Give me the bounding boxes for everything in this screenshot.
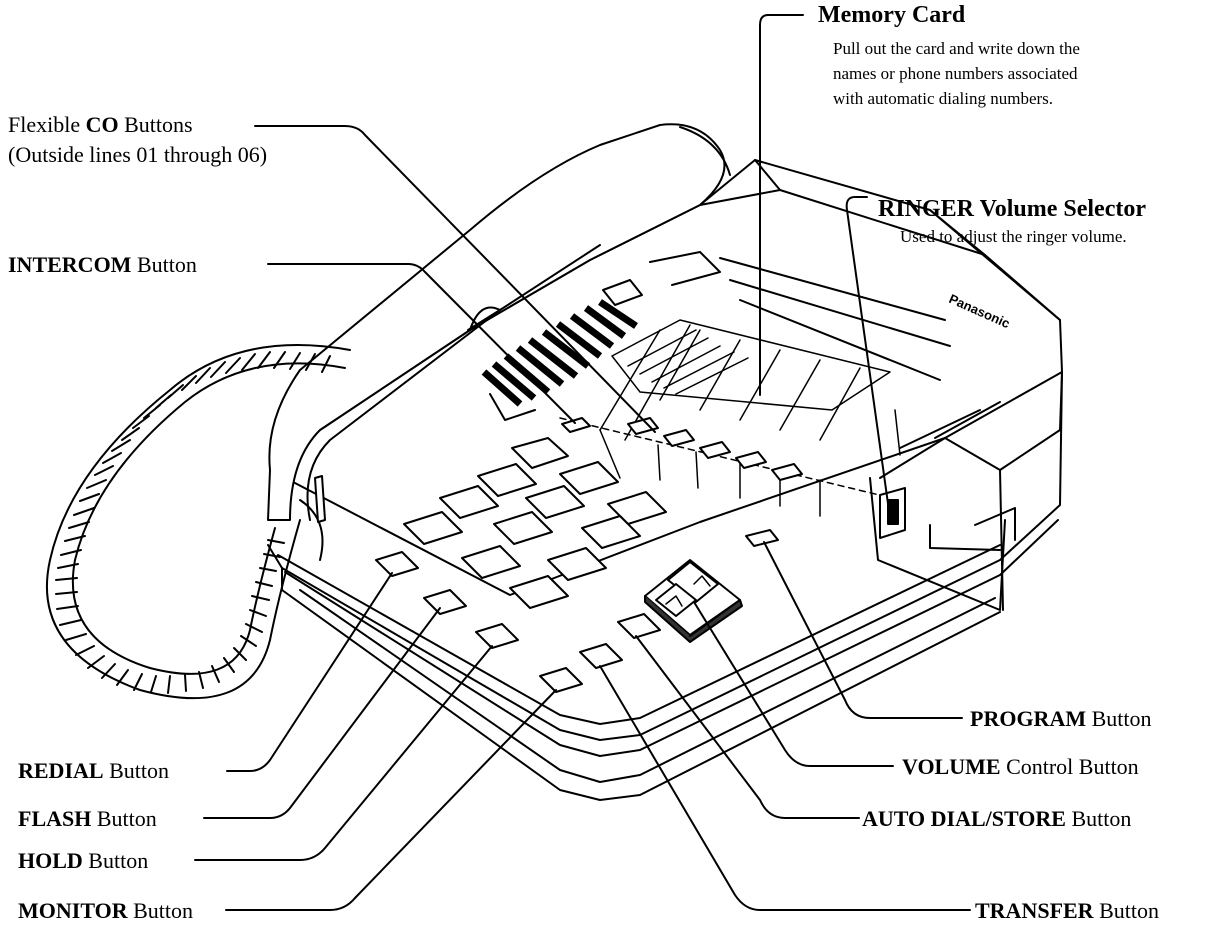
program-bold: PROGRAM	[970, 706, 1087, 731]
speaker-edge	[489, 393, 536, 421]
ringer-desc: Used to adjust the ringer volume.	[900, 227, 1127, 246]
redial-suffix: Button	[103, 758, 169, 783]
intercom-bold: INTERCOM	[8, 252, 132, 277]
redial-key	[375, 551, 419, 577]
memory-card-label: Memory Card	[818, 2, 965, 28]
monitor-label: MONITOR Button	[18, 898, 193, 924]
chevron-up-icon	[693, 575, 711, 587]
monitor-line	[225, 689, 557, 911]
program-suffix: Button	[1086, 706, 1152, 731]
monitor-bold: MONITOR	[18, 898, 128, 923]
transfer-label: TRANSFER Button	[975, 898, 1159, 924]
cord-plug	[299, 499, 324, 561]
transfer-line	[599, 665, 971, 911]
flash-label: FLASH Button	[18, 806, 157, 832]
auto-dial-suffix: Button	[1065, 806, 1132, 831]
ringer-title: RINGER Volume Selector	[878, 196, 1146, 222]
ringer-selector	[879, 487, 906, 539]
hold-key	[475, 623, 519, 649]
hold-line	[194, 645, 493, 861]
intercom-line	[267, 263, 576, 424]
flash-key	[423, 589, 467, 615]
memory-card-title: Memory Card	[818, 2, 966, 28]
volume-label: VOLUME Control Button	[902, 754, 1139, 780]
flash-bold: FLASH	[18, 806, 92, 831]
flexible-co-line	[254, 125, 656, 433]
auto-dial-bold: AUTO DIAL/STORE	[862, 806, 1066, 831]
hold-suffix: Button	[82, 848, 149, 873]
co-buttons	[561, 417, 803, 547]
volume-key	[644, 559, 743, 643]
hold-label: HOLD Button	[18, 848, 148, 874]
flash-suffix: Button	[91, 806, 157, 831]
transfer-key	[579, 643, 623, 669]
flexible-co-label: Flexible CO Buttons	[8, 112, 193, 138]
ringer-label: RINGER Volume Selector	[878, 196, 1146, 222]
flexible-co-bold: CO	[85, 112, 119, 137]
redial-line	[226, 572, 393, 772]
intercom-label: INTERCOM Button	[8, 252, 197, 278]
ringer-line	[845, 196, 891, 519]
redial-bold: REDIAL	[18, 758, 104, 783]
chevron-down-icon	[665, 595, 683, 607]
volume-line	[693, 601, 894, 767]
auto-dial-label: AUTO DIAL/STORE Button	[862, 806, 1131, 832]
flexible-co-prefix: Flexible	[8, 112, 86, 137]
transfer-suffix: Button	[1093, 898, 1159, 923]
transfer-bold: TRANSFER	[975, 898, 1094, 923]
volume-suffix: Control Button	[1000, 754, 1139, 779]
intercom-key	[561, 417, 591, 433]
hold-bold: HOLD	[18, 848, 83, 873]
handset	[267, 123, 731, 521]
flash-line	[203, 607, 441, 819]
memory-card	[559, 319, 901, 517]
memory-card-desc-line: names or phone numbers associated	[833, 64, 1078, 83]
redial-label: REDIAL Button	[18, 758, 169, 784]
callout-lines	[194, 14, 971, 911]
flexible-co-suffix: Buttons	[118, 112, 193, 137]
auto-dial-line	[635, 635, 860, 819]
program-label: PROGRAM Button	[970, 706, 1152, 732]
memory-card-desc: Pull out the card and write down the nam…	[833, 36, 1080, 111]
speaker-grille	[481, 299, 638, 407]
monitor-suffix: Button	[127, 898, 194, 923]
program-key	[745, 529, 779, 547]
phone-base	[267, 159, 1063, 801]
program-line	[763, 541, 963, 719]
memory-card-desc-line: Pull out the card and write down the	[833, 39, 1080, 58]
memory-card-desc-line: with automatic dialing numbers.	[833, 89, 1054, 108]
intercom-suffix: Button	[131, 252, 197, 277]
function-keys	[375, 551, 661, 693]
monitor-key	[539, 667, 583, 693]
cord-jack	[314, 475, 326, 523]
memory-card-line	[759, 14, 804, 396]
dial-pad	[403, 437, 667, 609]
volume-bold: VOLUME	[902, 754, 1001, 779]
auto-dial-key	[617, 613, 661, 639]
coiled-cord	[45, 344, 351, 700]
flexible-co-subtitle: (Outside lines 01 through 06)	[8, 142, 268, 167]
